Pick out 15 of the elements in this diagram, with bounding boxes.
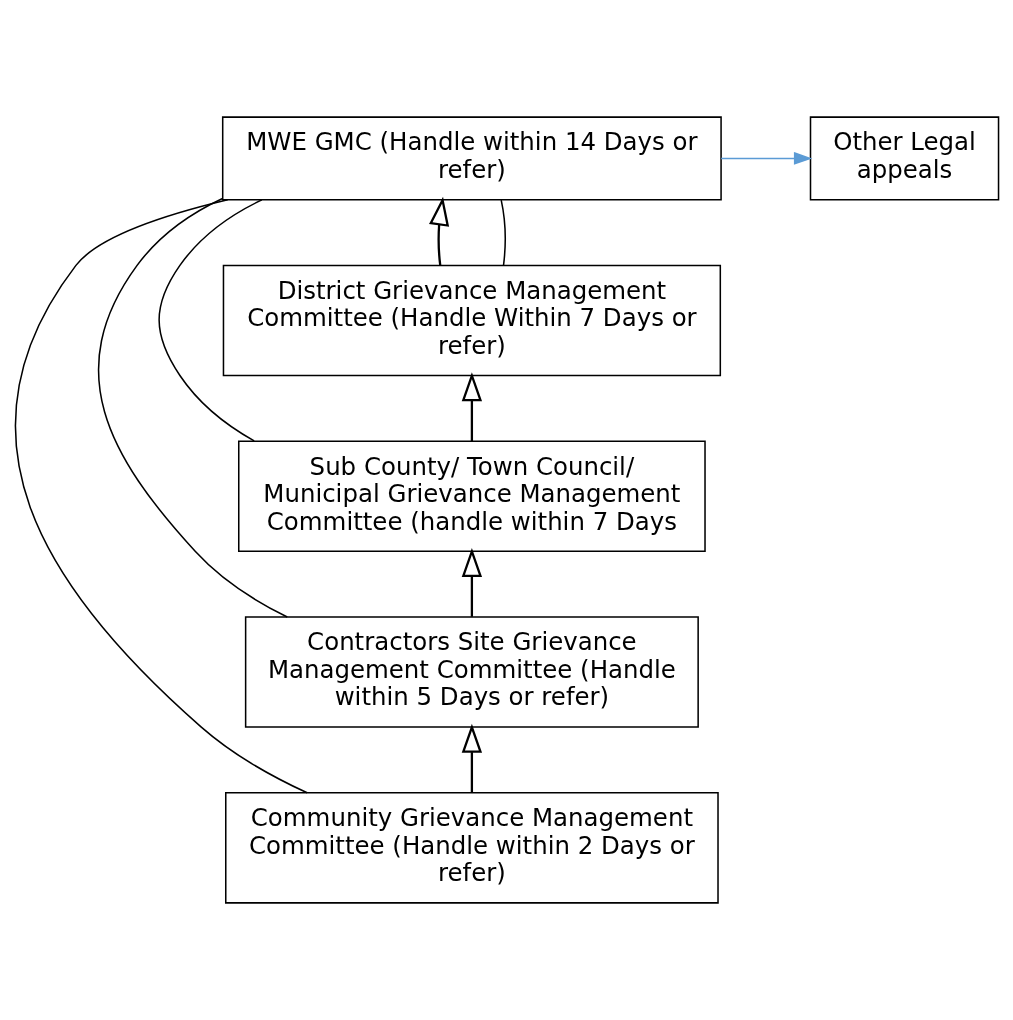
node-box: Other Legal appeals bbox=[809, 116, 1000, 201]
arrow bbox=[720, 151, 813, 165]
node-box: Contractors Site Grievance Management Committee (Handle within 5 Days or refer) bbox=[244, 616, 699, 728]
connector bbox=[500, 199, 506, 266]
connector bbox=[158, 199, 263, 442]
connector bbox=[14, 199, 308, 794]
node-box: MWE GMC (Handle within 14 Days or refer) bbox=[221, 116, 722, 201]
connector bbox=[97, 197, 288, 618]
arrow bbox=[461, 372, 483, 441]
node-box: Sub County/ Town Council/ Municipal Grievance Management Committee (handle within 7 Days bbox=[238, 440, 706, 553]
node-box: Community Grievance Management Committee (Handle within 2 Days or refer) bbox=[225, 792, 719, 904]
arrow bbox=[461, 547, 483, 617]
node-box: District Grievance Management Committee (Handle Within 7 Days or refer) bbox=[222, 264, 722, 377]
arrow bbox=[461, 723, 483, 793]
arrow bbox=[428, 196, 450, 266]
